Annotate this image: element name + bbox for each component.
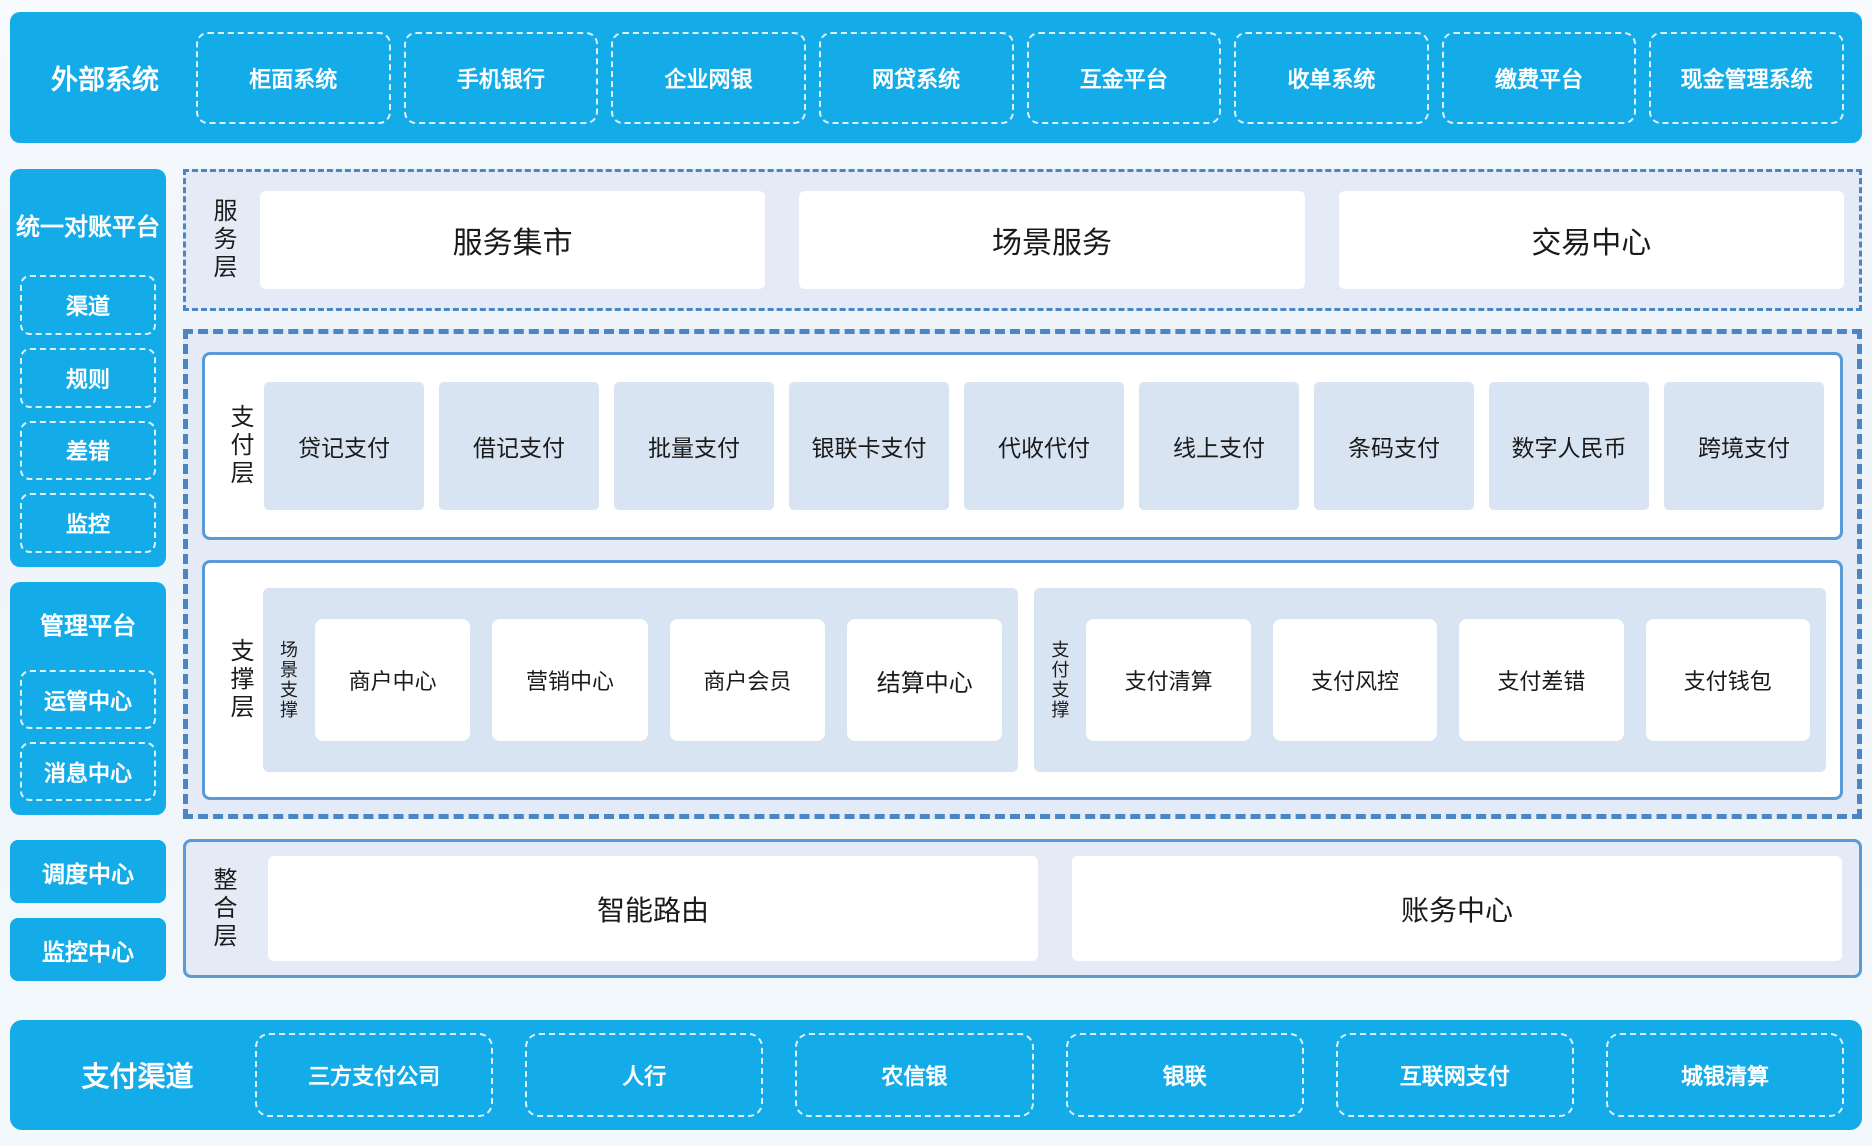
scenario-support-group: 场景支撑 商户中心 营销中心 商户会员 结算中心: [263, 588, 1019, 772]
barcode-payment-box: 条码支付: [1314, 382, 1474, 510]
external-system-fee-payment: 缴费平台: [1441, 31, 1637, 124]
payment-support-group: 支付支撑 支付清算 支付风控 支付差错 支付钱包: [1034, 588, 1826, 772]
service-layer-label: 服务层: [209, 198, 236, 282]
scheduling-center-box: 调度中心: [10, 840, 166, 903]
channel-unionpay: 银联: [1065, 1033, 1304, 1117]
core-layers-container: 支付层 贷记支付 借记支付 批量支付 银联卡支付 代收代付 线上支付 条码支付 …: [183, 329, 1862, 819]
external-systems-items: 柜面系统 手机银行 企业网银 网贷系统 互金平台 收单系统 缴费平台 现金管理系…: [196, 31, 1844, 124]
merchant-center-box: 商户中心: [315, 619, 471, 741]
transaction-center-box: 交易中心: [1338, 191, 1844, 289]
management-platform-title: 管理平台: [40, 613, 136, 640]
reconciliation-item-errors: 差错: [20, 420, 156, 481]
management-item-message-center: 消息中心: [20, 742, 156, 801]
credit-payment-box: 贷记支付: [264, 382, 424, 510]
payment-support-label: 支付支撑: [1049, 640, 1070, 720]
digital-rmb-box: 数字人民币: [1489, 382, 1649, 510]
payment-error-box: 支付差错: [1459, 619, 1624, 741]
reconciliation-item-channel: 渠道: [20, 275, 156, 335]
accounting-center-box: 账务中心: [1072, 856, 1842, 961]
payment-channels-title: 支付渠道: [81, 1061, 194, 1092]
management-item-operations-center: 运管中心: [20, 670, 156, 729]
collection-agency-box: 代收代付: [964, 382, 1124, 510]
cross-border-payment-box: 跨境支付: [1664, 382, 1824, 510]
diagram-body: 统一对账平台 渠道 规则 差错 监控 管理平台 运管中心 消息中心 调度中心 监…: [10, 169, 1862, 982]
settlement-center-box: 结算中心: [847, 619, 1003, 741]
online-payment-box: 线上支付: [1139, 382, 1299, 510]
reconciliation-item-monitoring: 监控: [20, 493, 156, 553]
reconciliation-item-rules: 规则: [20, 347, 156, 408]
batch-payment-box: 批量支付: [614, 382, 774, 510]
monitoring-center-box: 监控中心: [10, 918, 166, 981]
support-layer: 支撑层 场景支撑 商户中心 营销中心 商户会员 结算中心 支付支撑 支付清算 支…: [202, 560, 1843, 800]
smart-routing-box: 智能路由: [268, 856, 1038, 961]
payment-wallet-box: 支付钱包: [1645, 619, 1810, 741]
scenario-support-label: 场景支撑: [278, 640, 298, 720]
integration-layer: 整合层 智能路由 账务中心: [183, 839, 1862, 978]
payment-layer-label: 支付层: [226, 404, 253, 488]
debit-payment-box: 借记支付: [439, 382, 599, 510]
payment-channels-bar: 支付渠道 三方支付公司 人行 农信银 银联 互联网支付 城银清算: [10, 1020, 1862, 1130]
external-system-internet-finance: 互金平台: [1026, 31, 1222, 124]
reconciliation-platform-title: 统一对账平台: [16, 214, 160, 241]
unionpay-card-payment-box: 银联卡支付: [789, 382, 949, 510]
merchant-member-box: 商户会员: [669, 619, 826, 741]
marketing-center-box: 营销中心: [492, 619, 648, 741]
main-column: 服务层 服务集市 场景服务 交易中心 支付层 贷记支付 借记支付 批量支付 银联…: [183, 169, 1862, 982]
external-system-acquiring: 收单系统: [1234, 31, 1429, 124]
external-system-online-loan: 网贷系统: [818, 31, 1014, 124]
channel-third-party-payment: 三方支付公司: [255, 1033, 494, 1117]
external-system-cash-management: 现金管理系统: [1649, 31, 1844, 124]
left-column: 统一对账平台 渠道 规则 差错 监控 管理平台 运管中心 消息中心 调度中心 监…: [10, 169, 166, 982]
external-systems-title: 外部系统: [51, 65, 159, 95]
service-layer: 服务层 服务集市 场景服务 交易中心: [183, 169, 1862, 311]
service-market-box: 服务集市: [260, 191, 766, 289]
external-systems-bar: 外部系统 柜面系统 手机银行 企业网银 网贷系统 互金平台 收单系统 缴费平台 …: [10, 12, 1862, 143]
external-system-corporate-ebank: 企业网银: [611, 31, 806, 124]
integration-layer-label: 整合层: [209, 866, 236, 951]
external-system-mobile-banking: 手机银行: [403, 31, 599, 124]
external-system-counter: 柜面系统: [196, 31, 391, 124]
scenario-service-box: 场景服务: [799, 191, 1305, 289]
channel-internet-payment: 互联网支付: [1335, 1033, 1574, 1117]
channel-pboc: 人行: [525, 1033, 764, 1117]
support-layer-label: 支撑层: [226, 638, 253, 722]
payment-risk-control-box: 支付风控: [1272, 619, 1438, 741]
payment-layer: 支付层 贷记支付 借记支付 批量支付 银联卡支付 代收代付 线上支付 条码支付 …: [202, 352, 1843, 540]
channel-rural-credit-bank: 农信银: [795, 1033, 1034, 1117]
management-platform-panel: 管理平台 运管中心 消息中心: [10, 582, 166, 815]
payment-clearing-box: 支付清算: [1086, 619, 1251, 741]
reconciliation-platform-panel: 统一对账平台 渠道 规则 差错 监控: [10, 169, 166, 567]
channel-city-bank-clearing: 城银清算: [1605, 1033, 1845, 1117]
payment-channels-items: 三方支付公司 人行 农信银 银联 互联网支付 城银清算: [255, 1033, 1845, 1117]
